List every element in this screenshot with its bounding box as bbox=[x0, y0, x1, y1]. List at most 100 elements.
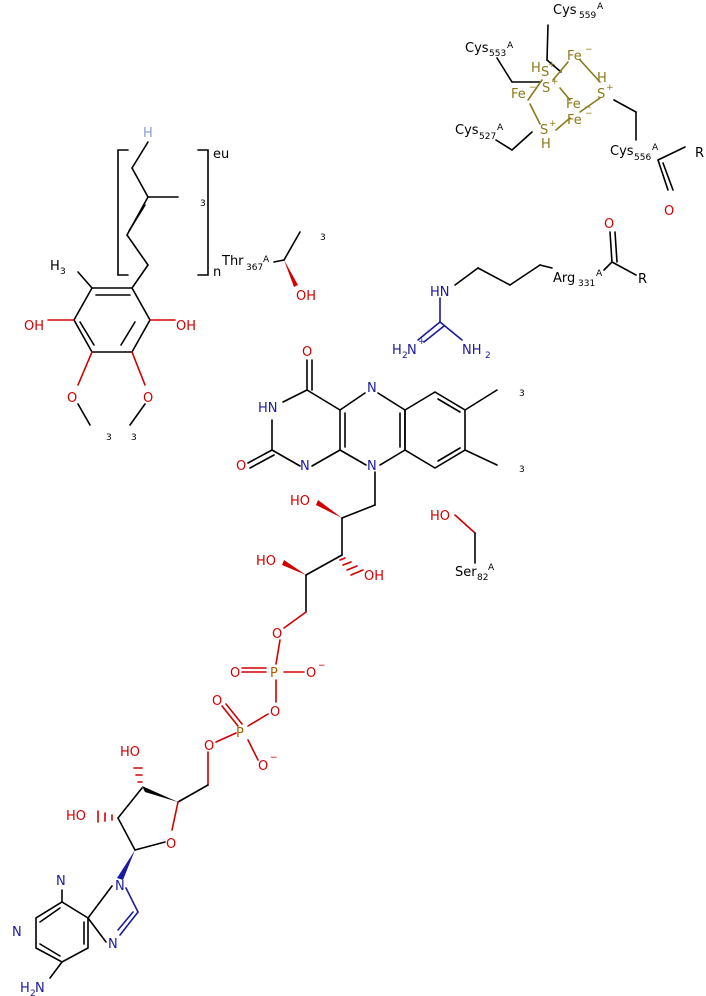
carbonyl-oxygen: O bbox=[604, 217, 614, 232]
bracket-label: eu bbox=[213, 147, 229, 162]
bond bbox=[273, 259, 285, 263]
wedge-bond bbox=[142, 786, 178, 802]
iron-atom: Fe bbox=[567, 113, 582, 128]
cys527-label: Cys bbox=[455, 123, 479, 138]
bond bbox=[609, 231, 613, 263]
ribityl-chain: HO HO OH O bbox=[256, 494, 384, 642]
bond bbox=[134, 841, 166, 851]
bond bbox=[657, 146, 686, 161]
bond bbox=[87, 885, 113, 919]
serine-residue: HO Ser 82 A bbox=[430, 509, 495, 583]
bond bbox=[131, 351, 146, 386]
ring-nitrogen: N bbox=[115, 879, 125, 894]
phosphate-oxygen: O bbox=[258, 759, 268, 774]
ribose-ring: O HO HO bbox=[66, 745, 209, 880]
bond bbox=[454, 514, 476, 534]
bond bbox=[529, 103, 541, 125]
bond bbox=[131, 264, 149, 289]
hydroxyl-label: OH bbox=[176, 319, 196, 334]
bond bbox=[117, 817, 136, 851]
sulfur-charge: + bbox=[606, 83, 614, 93]
bond bbox=[128, 204, 146, 232]
hydroxyl-label: OH bbox=[24, 319, 44, 334]
bond bbox=[171, 801, 179, 831]
hydroxyl-label: HO bbox=[66, 809, 86, 824]
arg331-label: Arg bbox=[553, 271, 575, 286]
wedge-bond bbox=[284, 260, 298, 287]
bond bbox=[77, 403, 91, 426]
amino-nitrogen: N bbox=[407, 343, 417, 358]
hydroxyl-label: HO bbox=[256, 554, 276, 569]
bond bbox=[613, 99, 637, 113]
cys556-superscript: A bbox=[652, 143, 659, 153]
flavin-ring: O O HN N N N 3 3 bbox=[236, 345, 525, 519]
thr367-subscript: 367 bbox=[246, 263, 263, 273]
repeat-bracket-left bbox=[117, 149, 129, 276]
methoxy-oxygen: O bbox=[143, 391, 153, 406]
quinol-isoprenoid: eu n H 3 H 3 OH OH O O 3 3 bbox=[24, 126, 229, 443]
bond bbox=[511, 131, 533, 151]
bond bbox=[39, 943, 61, 957]
iron-atom: Fe bbox=[566, 97, 581, 112]
arg331-superscript: A bbox=[596, 269, 603, 279]
sulfur-atom: S bbox=[597, 87, 605, 102]
bond bbox=[555, 117, 571, 131]
bond bbox=[437, 398, 461, 413]
bond bbox=[614, 231, 618, 263]
bond bbox=[546, 59, 562, 73]
methyl-label: H bbox=[50, 259, 60, 274]
repeat-count: n bbox=[213, 265, 221, 280]
ring-nitrogen: N bbox=[367, 459, 377, 474]
iron-atom: Fe bbox=[511, 87, 526, 102]
bond bbox=[379, 449, 406, 466]
methoxy-oxygen: O bbox=[67, 391, 77, 406]
ring-nitrogen: N bbox=[300, 459, 310, 474]
methyl-subscript: 3 bbox=[519, 389, 525, 399]
bond bbox=[495, 139, 513, 151]
bond bbox=[339, 449, 367, 466]
bond bbox=[126, 234, 149, 266]
hydroxyl-label: HO bbox=[290, 494, 310, 509]
ser82-label: Ser bbox=[455, 565, 477, 580]
ser82-subscript: 82 bbox=[477, 573, 488, 583]
bond bbox=[215, 732, 237, 743]
wedge-bond bbox=[117, 850, 135, 880]
bond bbox=[131, 167, 149, 198]
repeat-bracket-right bbox=[197, 149, 209, 276]
bond bbox=[657, 159, 669, 191]
imide-nitrogen: HN bbox=[258, 401, 278, 416]
iron-charge: − bbox=[529, 83, 537, 93]
bond bbox=[177, 784, 209, 803]
sulfur-atom: S bbox=[540, 123, 548, 138]
bond bbox=[77, 271, 93, 289]
bond bbox=[247, 739, 259, 761]
wedge-bond bbox=[282, 560, 306, 575]
wedge-bond bbox=[316, 500, 342, 518]
bond bbox=[341, 504, 376, 519]
carbonyl-oxygen: O bbox=[664, 204, 674, 219]
bond bbox=[437, 447, 461, 462]
imine-label: HN bbox=[430, 285, 450, 300]
phosphorus-atom: P bbox=[270, 666, 278, 681]
r-group-label: R bbox=[695, 146, 704, 161]
bond bbox=[539, 264, 553, 269]
bond bbox=[117, 787, 143, 819]
bond bbox=[49, 961, 63, 979]
bond bbox=[496, 57, 513, 83]
bond bbox=[125, 887, 139, 913]
cys527-subscript: 527 bbox=[479, 132, 496, 142]
cys553-subscript: 553 bbox=[489, 49, 506, 59]
thiol-hydrogen: H bbox=[597, 71, 607, 86]
iron-charge: − bbox=[584, 103, 592, 113]
bond bbox=[249, 454, 275, 469]
adenine-ring: N N N N H 2 N bbox=[12, 874, 139, 996]
amino-subscript: 2 bbox=[30, 989, 36, 996]
phosphoryl-oxygen: O bbox=[230, 666, 240, 681]
bond bbox=[87, 917, 107, 943]
hydroxyl-label: OH bbox=[364, 569, 384, 584]
hashed-bond bbox=[97, 810, 113, 823]
sulfur-charge: + bbox=[549, 119, 557, 129]
bond bbox=[559, 87, 571, 101]
bond bbox=[611, 261, 637, 276]
bond bbox=[423, 325, 445, 343]
